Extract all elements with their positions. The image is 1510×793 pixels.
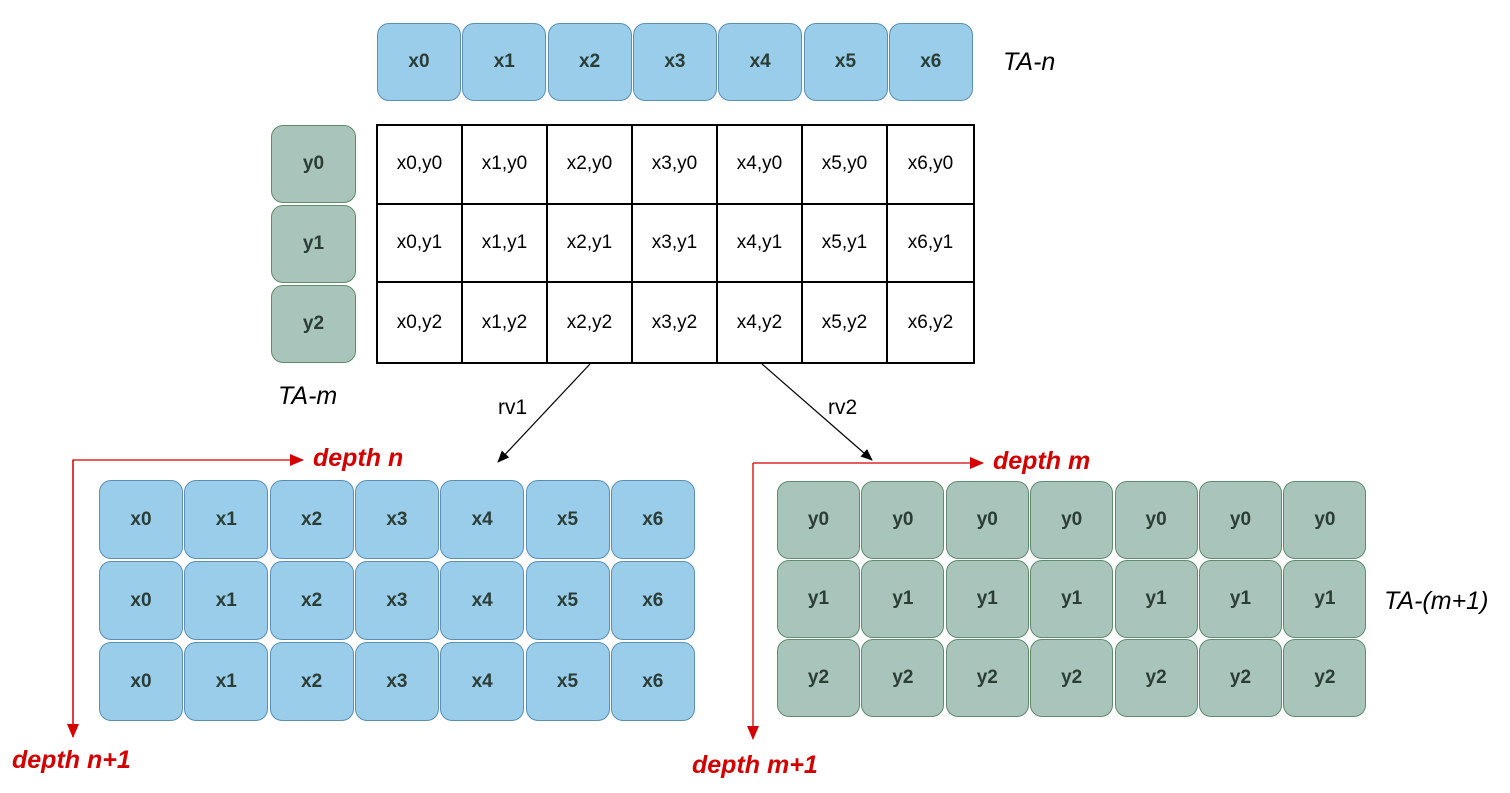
depth-m-cell: y1 — [777, 560, 860, 638]
depth-n-cell: x2 — [269, 561, 354, 640]
depth-m-cell: y0 — [945, 481, 1029, 559]
depth-m-cell: y2 — [1030, 639, 1114, 717]
depth-m-cell: y2 — [777, 639, 860, 717]
depth-n-cell: x3 — [354, 480, 439, 559]
depth-m-plus-1-label: depth m+1 — [692, 751, 818, 779]
depth-m-cell: y0 — [1283, 481, 1367, 559]
rv1-arrow — [497, 363, 591, 463]
ta-n-cell: x0 — [377, 23, 461, 101]
grid-cell: x6,y2 — [907, 311, 954, 333]
depth-n-plus-1-label: depth n+1 — [12, 746, 131, 774]
ta-n-cell: x6 — [888, 23, 973, 101]
depth-m-cell: y2 — [1114, 639, 1198, 717]
grid-cell: x5,y2 — [803, 283, 888, 362]
depth-n-cell: x6 — [610, 561, 695, 640]
grid-cell: x6,y1 — [888, 205, 973, 284]
depth-n-cell: x1 — [184, 480, 269, 559]
ta-n-label: TA-n — [1003, 48, 1056, 76]
depth-m-cell: y0 — [861, 481, 945, 559]
depth-m-cell: y0 — [1114, 481, 1198, 559]
depth-m-cell: y1 — [861, 560, 945, 638]
grid-cell: x1,y2 — [463, 283, 548, 362]
grid-cell: x2,y0 — [548, 126, 633, 205]
depth-m-cell: y1 — [1283, 560, 1367, 638]
depth-n-cell: x3 — [354, 642, 439, 721]
grid-cell: x2,y1 — [548, 204, 633, 284]
grid-cell: x1,y0 — [463, 126, 548, 205]
ta-m-plus-1-label: TA-(m+1) — [1384, 587, 1489, 615]
grid-cell: x5,y0 — [803, 126, 888, 205]
ta-n-cell: x2 — [547, 23, 632, 101]
depth-n-cell: x2 — [269, 480, 354, 559]
depth-n-label: depth n — [313, 444, 404, 472]
ta-m-label: TA-m — [278, 382, 338, 410]
depth-n-cell: x4 — [440, 480, 525, 559]
depth-n-cell: x1 — [184, 561, 269, 640]
depth-m-cell: y0 — [777, 481, 860, 559]
depth-m-cell: y0 — [1030, 481, 1114, 559]
depth-m-cell: y2 — [1283, 639, 1367, 717]
ta-m-cell: y1 — [271, 205, 356, 283]
depth-m-cell: y2 — [1199, 639, 1282, 717]
depth-n-cell: x1 — [184, 642, 269, 721]
depth-n-cell: x3 — [354, 561, 439, 640]
ta-n-cell: x3 — [632, 23, 717, 101]
grid-cell: x6,y0 — [888, 126, 973, 205]
grid-cell: x4,y1 — [718, 204, 803, 284]
grid-cell: x5,y1 — [803, 204, 888, 284]
depth-n-cell: x4 — [440, 642, 525, 721]
grid-cell: x0,y1 — [378, 204, 463, 284]
ta-n-cell: x1 — [462, 23, 547, 101]
depth-m-cell: y2 — [861, 639, 945, 717]
rv2-arrow — [761, 363, 873, 461]
grid-cell: x0,y0 — [378, 126, 463, 205]
rv1-label: rv1 — [498, 396, 528, 419]
ta-n-cell: x5 — [803, 23, 888, 101]
depth-n-cell: x0 — [99, 480, 183, 559]
grid-cell: x3,y2 — [633, 283, 718, 362]
ta-m-cell: y2 — [271, 285, 356, 363]
ta-m-cell: y0 — [271, 125, 356, 203]
depth-n-cell: x0 — [99, 561, 183, 640]
depth-n-cell: x6 — [610, 480, 695, 559]
depth-n-cell: x2 — [269, 642, 354, 721]
grid-cell: x3,y1 — [633, 204, 718, 284]
depth-n-cell: x6 — [610, 642, 695, 721]
depth-m-label: depth m — [993, 447, 1091, 475]
grid-cell: x0,y2 — [378, 283, 463, 362]
depth-n-cell: x5 — [525, 642, 610, 721]
grid-cell: x4,y0 — [718, 126, 803, 205]
depth-n-cell: x5 — [525, 561, 610, 640]
depth-n-cell: x5 — [525, 480, 610, 559]
grid-cell: x1,y1 — [463, 204, 548, 284]
rv2-label: rv2 — [828, 396, 858, 419]
depth-m-cell: y1 — [1199, 560, 1282, 638]
depth-m-cell: y2 — [945, 639, 1029, 717]
grid-cell: x4,y2 — [718, 283, 803, 362]
grid-cell: x3,y0 — [633, 126, 718, 205]
depth-m-cell: y1 — [1114, 560, 1198, 638]
depth-n-cell: x4 — [440, 561, 525, 640]
depth-m-cell: y1 — [1030, 560, 1114, 638]
depth-m-cell: y1 — [945, 560, 1029, 638]
grid-cell: x2,y2 — [548, 283, 633, 362]
ta-n-cell: x4 — [718, 23, 803, 101]
depth-m-cell: y0 — [1199, 481, 1282, 559]
depth-n-cell: x0 — [99, 642, 183, 721]
